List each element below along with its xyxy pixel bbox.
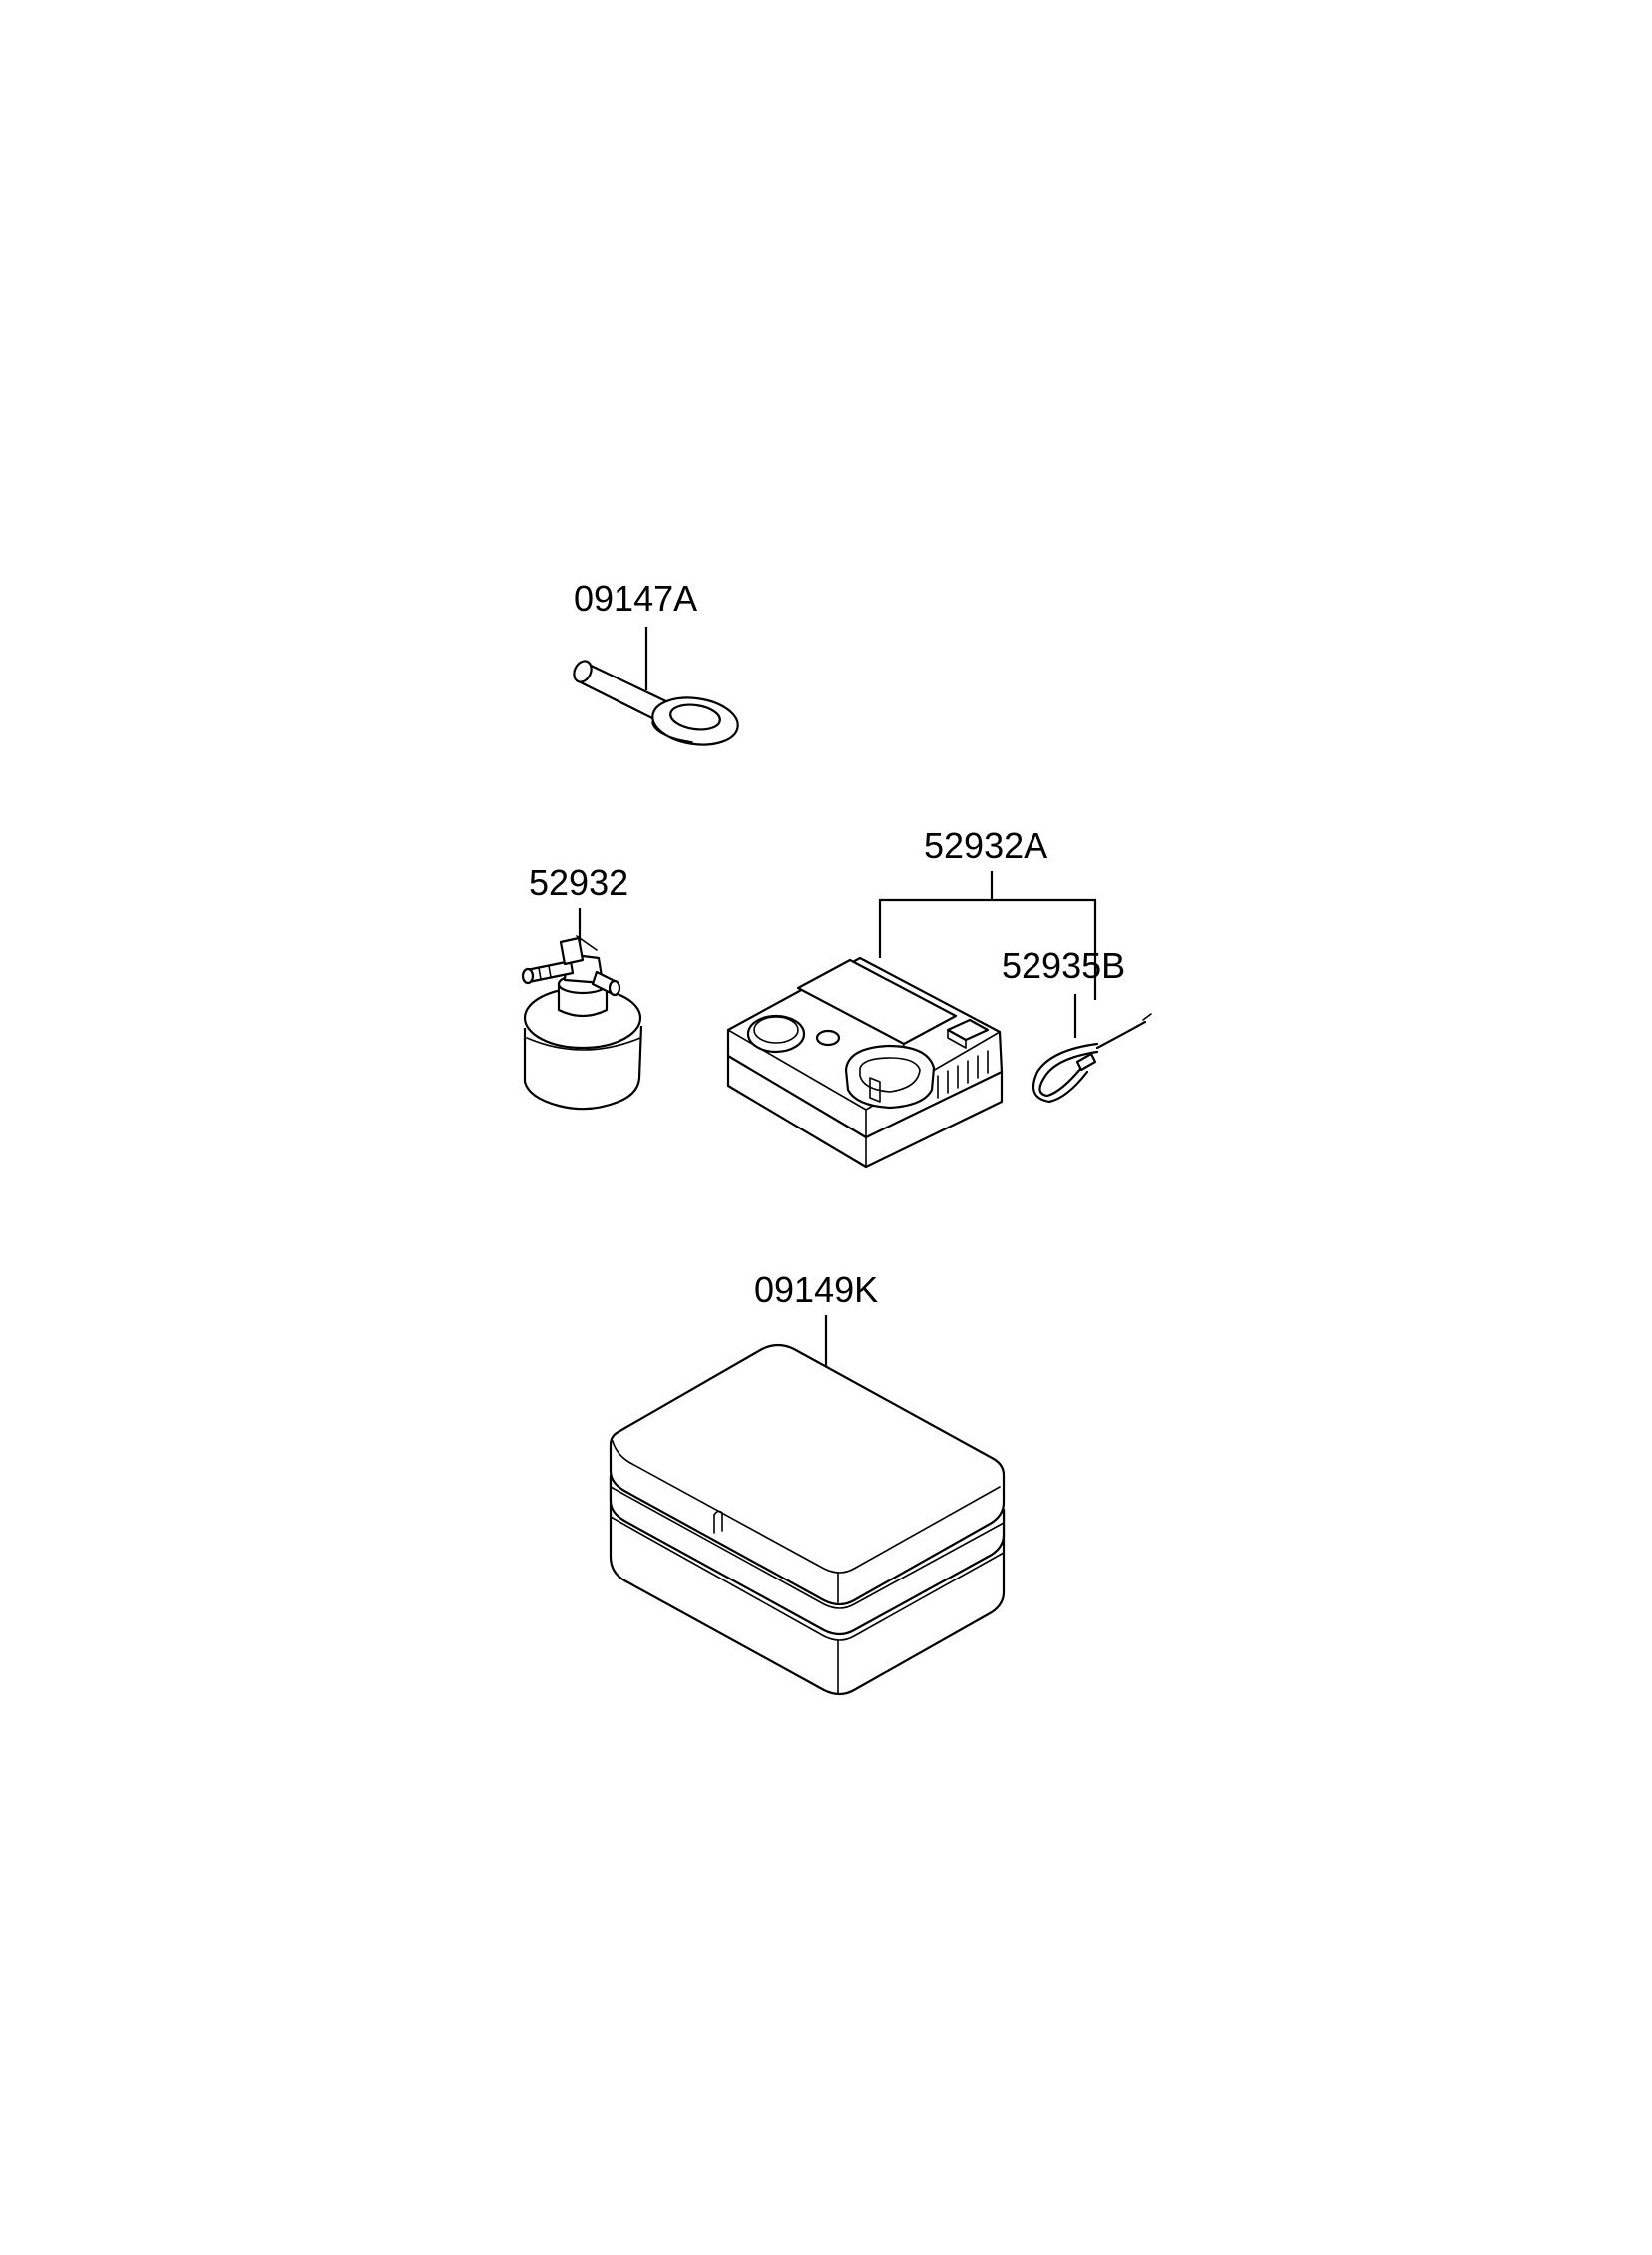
- hose-drawing: [1032, 1013, 1152, 1104]
- hose[interactable]: 52935B: [1002, 945, 1152, 1104]
- sealant-bottle[interactable]: 52932: [521, 862, 643, 1111]
- part-label-sealant-bottle: 52932: [529, 862, 628, 903]
- air-compressor-drawing: [726, 956, 1004, 1169]
- leader-bracket-air-compressor: [878, 898, 1097, 1000]
- part-label-hose: 52935B: [1002, 945, 1125, 986]
- part-label-case: 09149K: [754, 1269, 878, 1310]
- sealant-bottle-drawing: [521, 935, 643, 1111]
- case[interactable]: 09149K: [609, 1269, 1006, 1696]
- towing-hook-drawing: [573, 660, 739, 746]
- case-drawing: [609, 1343, 1006, 1696]
- part-label-air-compressor: 52932A: [924, 825, 1047, 866]
- air-compressor[interactable]: 52932A: [726, 825, 1097, 1169]
- towing-hook[interactable]: 09147A: [571, 578, 741, 750]
- part-label-towing-hook: 09147A: [574, 578, 697, 619]
